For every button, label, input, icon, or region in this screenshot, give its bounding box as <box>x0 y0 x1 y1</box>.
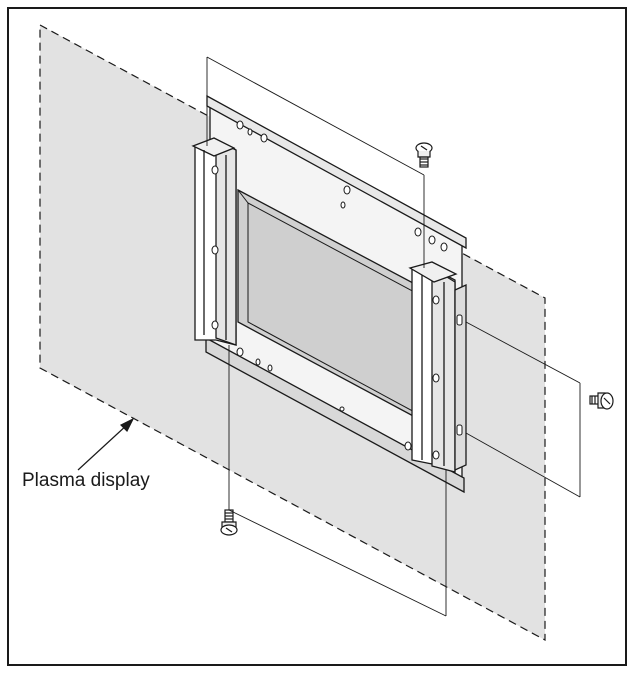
screw-icon <box>415 142 433 168</box>
bracket-slots <box>456 314 463 436</box>
figure-border <box>7 7 627 666</box>
callout-arrow <box>77 417 135 471</box>
left-bracket <box>191 137 237 346</box>
guide-lines-bottom <box>228 345 447 617</box>
right-bracket <box>408 261 467 473</box>
plasma-display-label: Plasma display <box>22 470 150 491</box>
screw-icon <box>220 509 238 536</box>
guide-lines-right <box>465 321 581 498</box>
guide-lines-top <box>206 56 425 268</box>
plate-holes <box>211 120 448 460</box>
screw-icon <box>589 392 614 410</box>
